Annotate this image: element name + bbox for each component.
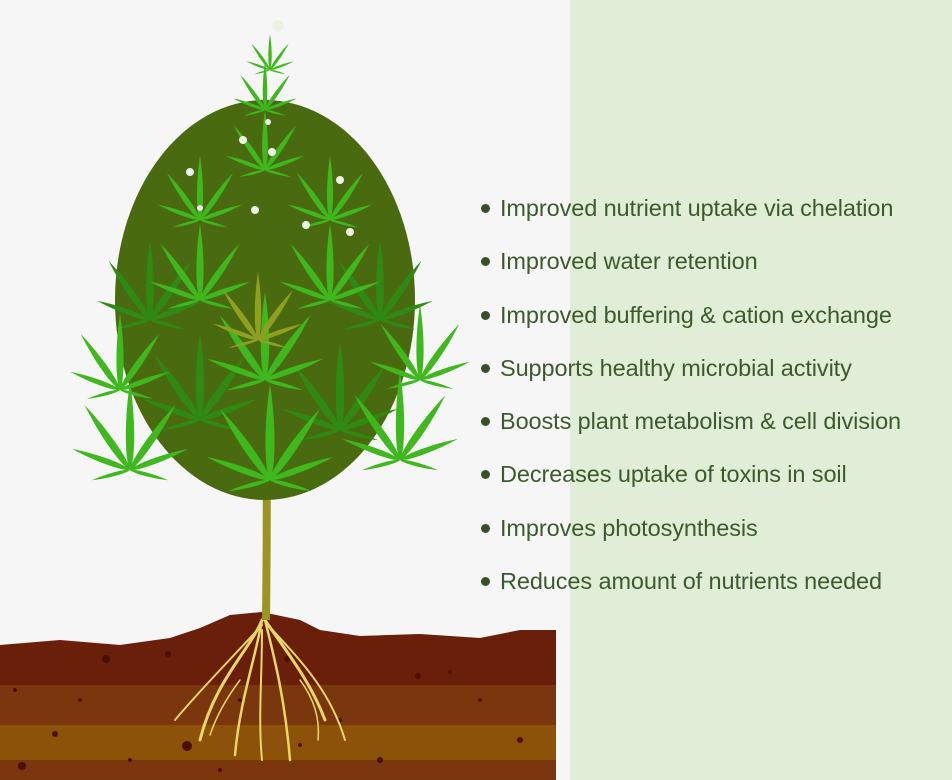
green-background-panel bbox=[570, 0, 952, 780]
benefit-item: Improves photosynthesis bbox=[478, 510, 901, 563]
benefit-text: Decreases uptake of toxins in soil bbox=[500, 461, 847, 488]
roots bbox=[174, 618, 346, 762]
bullet-dot-icon bbox=[481, 417, 490, 427]
benefit-text: Supports healthy microbial activity bbox=[500, 354, 852, 381]
bullet-dot-icon bbox=[481, 577, 490, 587]
benefit-item: Improved buffering & cation exchange bbox=[478, 297, 901, 350]
benefit-text: Improved water retention bbox=[500, 248, 758, 275]
benefit-item: Boosts plant metabolism & cell division bbox=[478, 403, 901, 456]
benefit-text: Improved nutrient uptake via chelation bbox=[500, 195, 894, 221]
plant-illustration bbox=[0, 20, 556, 780]
soil bbox=[0, 612, 556, 780]
benefit-item: Reduces amount of nutrients needed bbox=[478, 563, 901, 616]
bullet-dot-icon bbox=[481, 523, 490, 533]
benefit-item: Improved water retention bbox=[478, 243, 901, 296]
bullet-dot-icon bbox=[481, 310, 490, 320]
foliage bbox=[69, 20, 471, 500]
bullet-dot-icon bbox=[481, 204, 490, 213]
benefit-text: Improved buffering & cation exchange bbox=[500, 301, 892, 328]
benefit-item: Supports healthy microbial activity bbox=[478, 350, 901, 403]
benefit-item: Improved nutrient uptake via chelation bbox=[478, 190, 901, 243]
benefit-text: Reduces amount of nutrients needed bbox=[500, 568, 882, 595]
benefit-text: Improves photosynthesis bbox=[500, 514, 758, 541]
bullet-dot-icon bbox=[481, 363, 490, 373]
bullet-dot-icon bbox=[481, 257, 490, 267]
benefit-item: Decreases uptake of toxins in soil bbox=[478, 456, 901, 509]
benefits-list: Improved nutrient uptake via chelation I… bbox=[478, 190, 901, 616]
bullet-dot-icon bbox=[481, 470, 490, 480]
benefit-text: Boosts plant metabolism & cell division bbox=[500, 408, 902, 435]
